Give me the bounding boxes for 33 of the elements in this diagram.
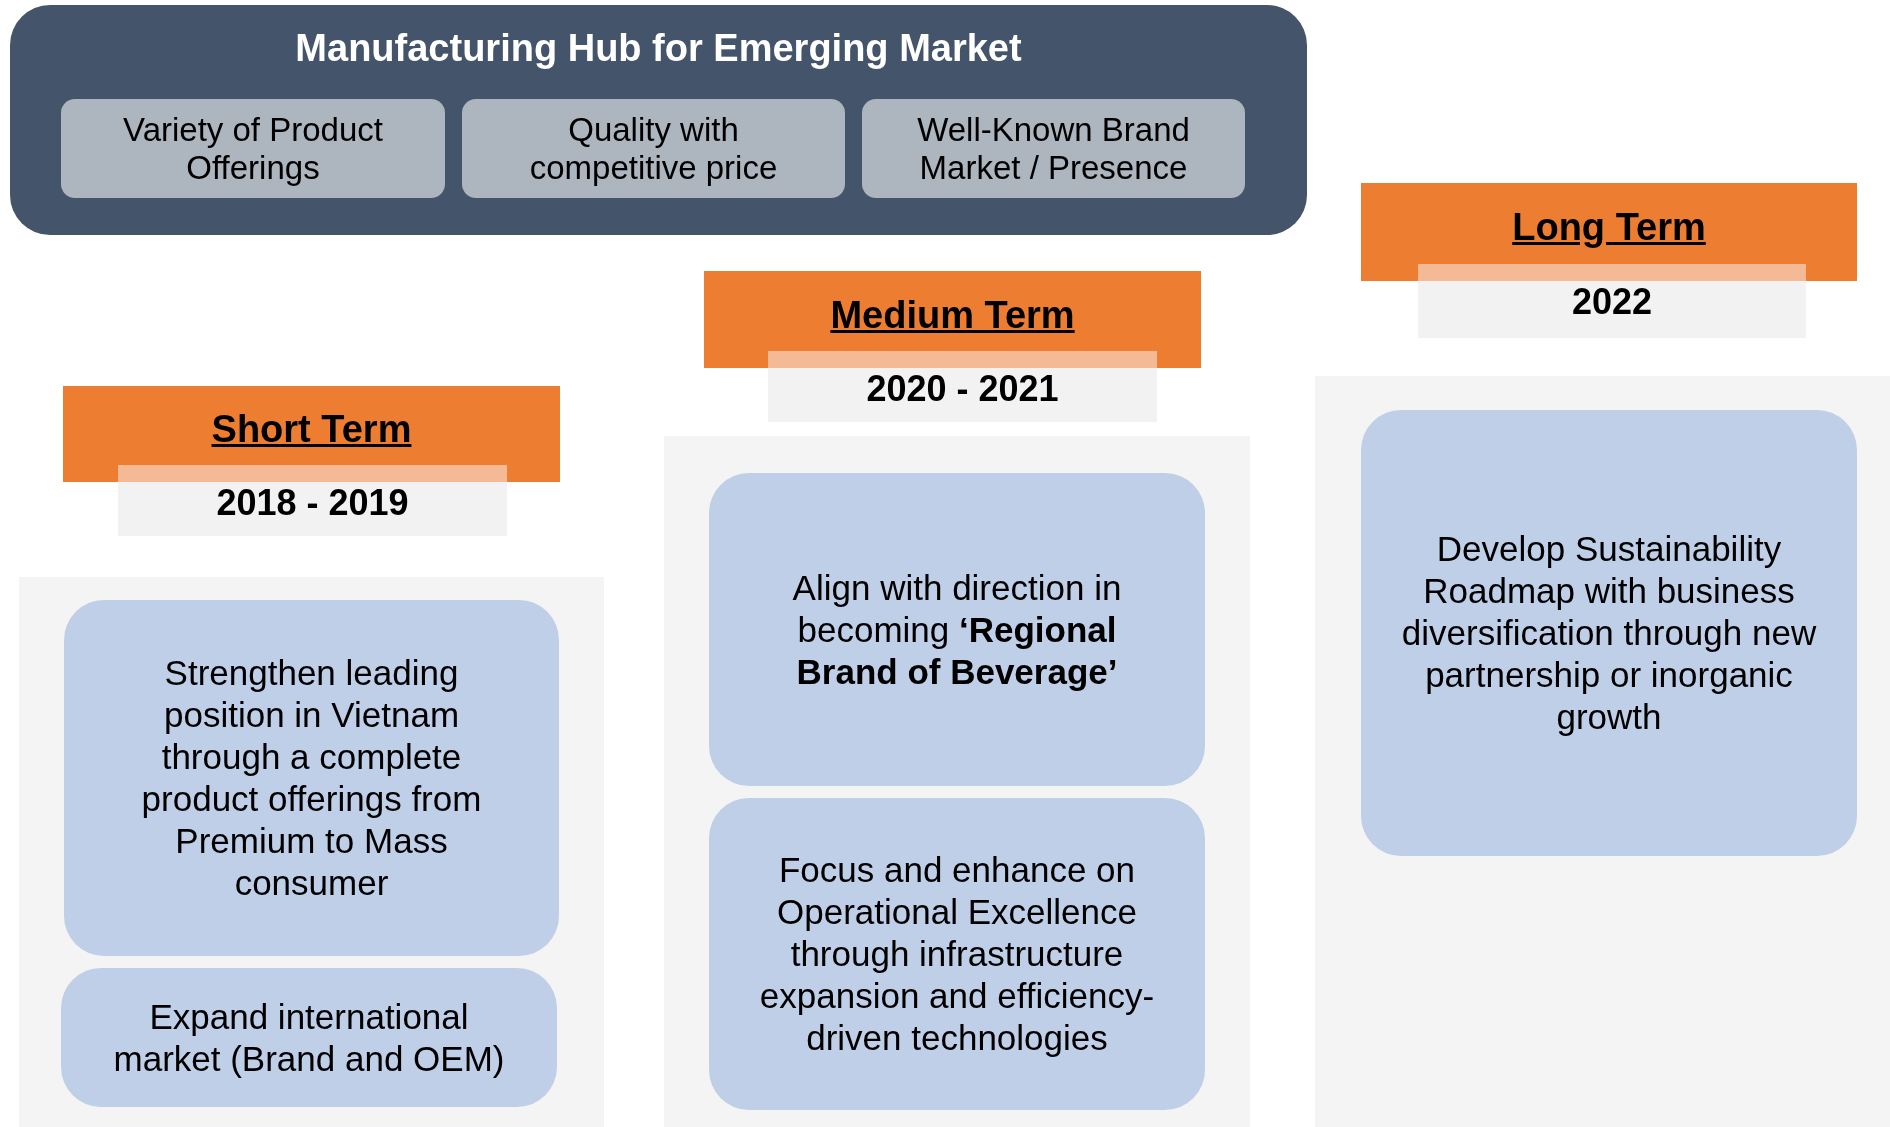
pillar-card	[61, 99, 445, 198]
goal-text: Develop Sustainability Roadmap with business diversification through new partnership or inorganic growth	[1401, 528, 1817, 738]
term-header	[704, 271, 1201, 368]
pillar-text: Quality with competitive price	[528, 110, 779, 187]
date-text: 2020 - 2021	[866, 368, 1059, 410]
hub-panel	[10, 5, 1307, 235]
pillar-card	[862, 99, 1245, 198]
column-panel	[1315, 376, 1890, 1127]
goal-card	[709, 798, 1205, 1110]
goal-text: Align with direction in becoming ‘Regional Brand of Beverage’	[791, 566, 1123, 693]
date-band	[768, 368, 1157, 422]
goal-text: Expand international market (Brand and OEM)	[112, 995, 506, 1080]
column-panel	[664, 436, 1250, 1127]
goal-card	[1361, 410, 1857, 856]
pillar-text: Well-Known Brand Market / Presence	[916, 110, 1191, 187]
goal-card	[61, 968, 557, 1107]
pillar-text: Variety of Product Offerings	[122, 110, 384, 187]
term-heading: Medium Term	[830, 293, 1075, 338]
goal-card	[709, 473, 1205, 786]
date-text: 2018 - 2019	[216, 482, 409, 524]
date-band	[1418, 281, 1806, 338]
term-heading: Long Term	[1512, 206, 1706, 250]
pillar-card	[462, 99, 845, 198]
date-text: 2022	[1571, 281, 1653, 323]
goal-text: Strengthen leading position in Vietnam through a complete product offerings from Premium to Mass consumer	[140, 652, 483, 904]
date-band	[118, 482, 507, 536]
goal-card	[64, 600, 559, 956]
panel-title: Manufacturing Hub for Emerging Market	[295, 27, 1022, 71]
column-panel	[19, 577, 604, 1127]
term-header	[63, 386, 560, 482]
goal-text: Focus and enhance on Operational Excellence through infrastructure expansion and efficiency-driven technologies	[758, 849, 1156, 1059]
term-heading: Short Term	[211, 408, 412, 452]
term-header	[1361, 183, 1857, 281]
